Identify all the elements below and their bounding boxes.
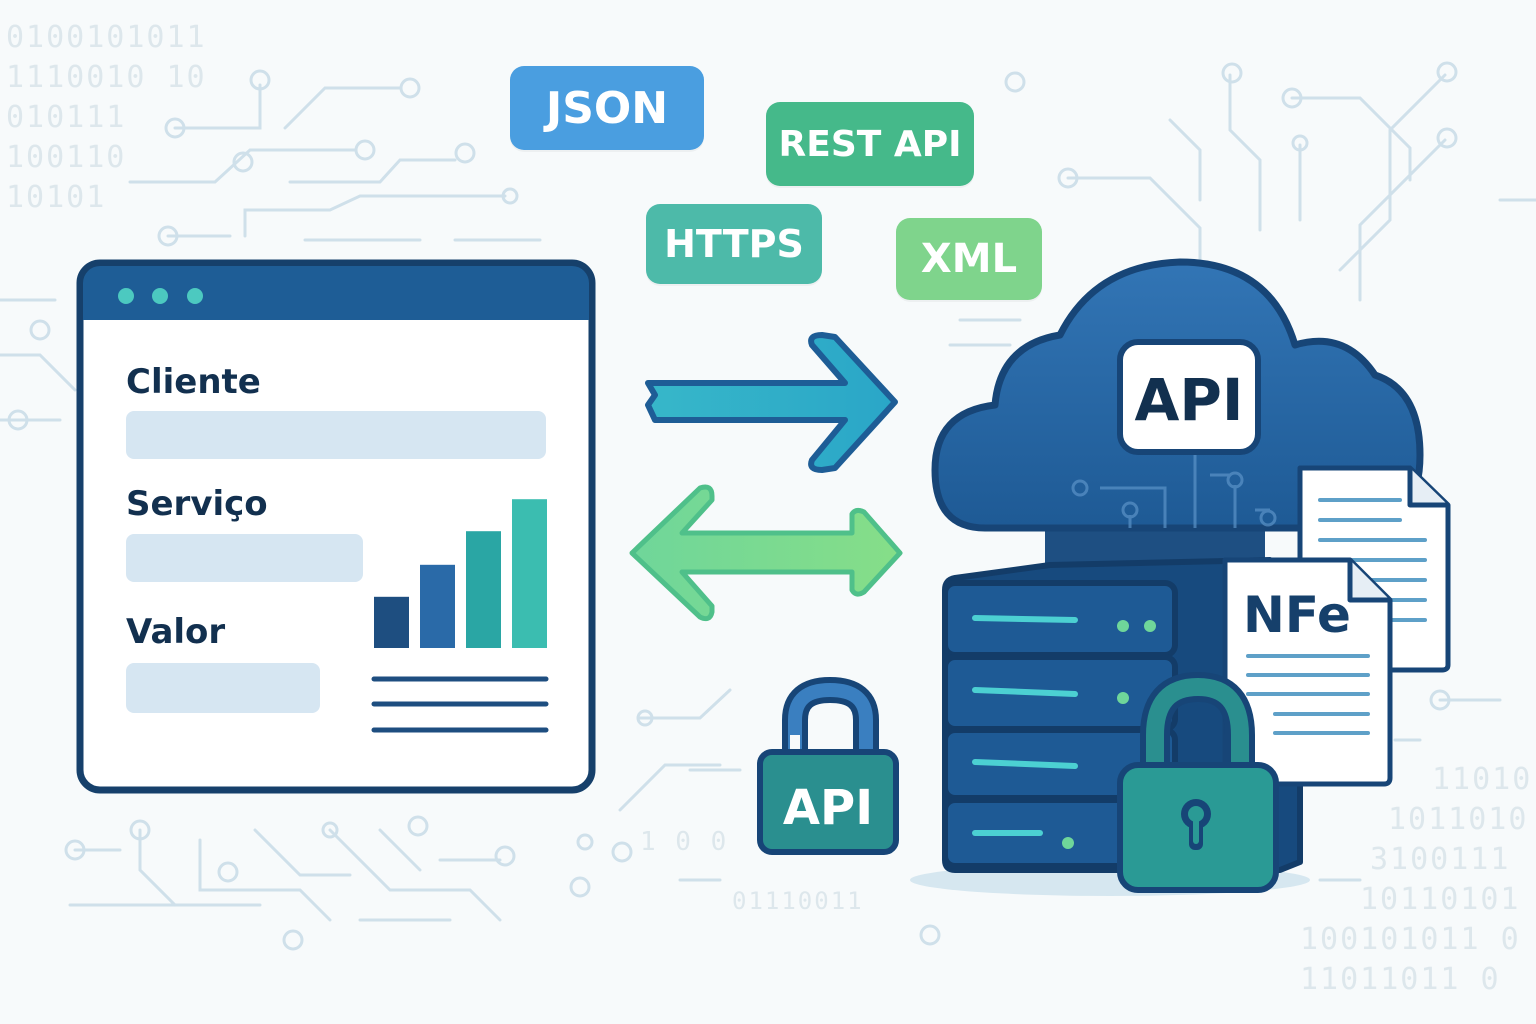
form-bar-chart: [374, 499, 547, 648]
request-arrow: [645, 332, 898, 473]
cloud-api-label: API: [1135, 366, 1244, 434]
field-label-servico: Serviço: [126, 484, 268, 524]
window-dot-1: [118, 288, 134, 304]
cloud-api-badge: API: [1117, 339, 1261, 455]
binary-text-bottom: 01110011: [732, 887, 864, 915]
field-label-cliente: Cliente: [126, 362, 261, 402]
form-chart-bar: [420, 564, 455, 648]
form-chart-bar: [374, 596, 409, 648]
binary-text-mid: 1 0 0: [640, 827, 729, 857]
binary-text-left-4: 100110: [6, 140, 127, 175]
tag-json-label: JSON: [545, 82, 669, 134]
field-input-valor: [126, 663, 320, 713]
field-input-servico: [126, 534, 363, 582]
binary-text-right-5: 100101011 0: [1300, 922, 1521, 957]
binary-text-left-5: 10101: [6, 180, 107, 215]
open-padlock-label: API: [783, 780, 873, 836]
tag-xml-label: XML: [920, 236, 1018, 282]
nfe-document-icon: NFe: [1222, 557, 1393, 787]
server-unit-1: [942, 580, 1178, 658]
server-unit-2: [942, 654, 1178, 732]
nfe-label: NFe: [1243, 586, 1351, 644]
open-padlock-icon: API: [757, 676, 899, 855]
form-chart-bar: [466, 531, 501, 648]
field-label-valor: Valor: [126, 612, 226, 652]
binary-text-right-1: 11010: [1432, 762, 1533, 797]
form-chart-bar: [512, 499, 547, 648]
binary-text-right-2: 1011010: [1388, 802, 1529, 837]
binary-text-left-2: 1110010 10: [6, 60, 207, 95]
binary-text-left-3: 010111: [6, 100, 127, 135]
form-window: [76, 259, 596, 794]
window-titlebar: [83, 266, 589, 320]
tag-https: HTTPS: [646, 204, 822, 284]
window-dot-2: [152, 288, 168, 304]
tag-rest-api: REST API: [766, 102, 974, 186]
binary-text-right-4: 10110101: [1360, 882, 1521, 917]
field-input-cliente: [126, 411, 546, 459]
binary-text-right-6: 11011011 0: [1300, 962, 1501, 997]
window-dot-3: [187, 288, 203, 304]
tag-https-label: HTTPS: [664, 222, 804, 266]
tag-xml: XML: [896, 218, 1042, 300]
binary-text-left-1: 0100101011: [6, 20, 207, 55]
closed-padlock-icon: [1117, 671, 1279, 893]
binary-text-right-3: 3100111: [1370, 842, 1511, 877]
tag-rest-api-label: REST API: [778, 123, 962, 165]
exchange-arrow: [629, 484, 903, 622]
tag-json: JSON: [510, 66, 704, 150]
